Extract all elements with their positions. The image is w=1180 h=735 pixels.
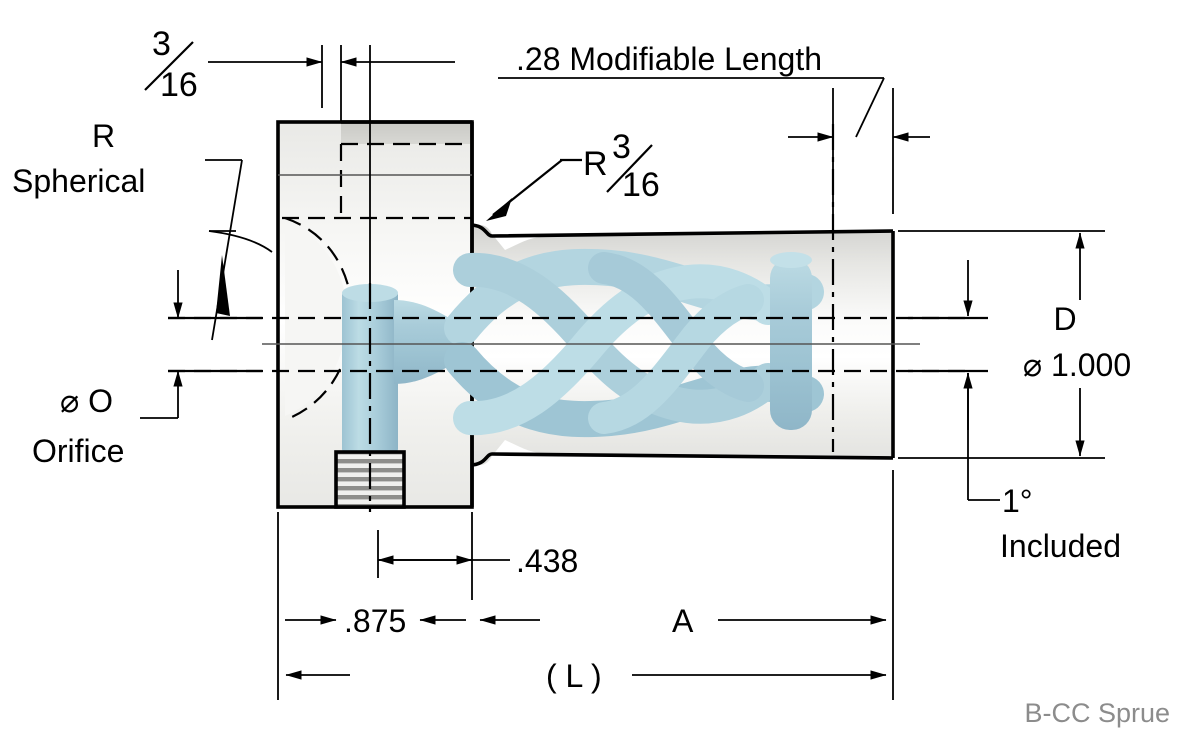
fillet-radius-denominator: 16 (622, 166, 660, 204)
dim-head-length: .875 (277, 512, 466, 700)
dim-body-diameter: D ⌀ 1.000 (898, 230, 1131, 459)
head-thickness-denominator: 16 (160, 66, 198, 104)
orifice-line2: Orifice (32, 433, 124, 469)
overall-length-label: ( L ) (546, 658, 602, 694)
draft-angle-line2: Included (1000, 528, 1121, 564)
draft-angle-line1: 1° (1002, 483, 1033, 519)
spherical-seat-shade (285, 222, 347, 416)
spherical-seat-arc (284, 216, 354, 422)
dim-draft-angle: 1° Included (967, 373, 1121, 564)
part-name-watermark: B-CC Sprue (1024, 698, 1170, 728)
head-thickness-numerator: 3 (152, 25, 171, 63)
spherical-radius-line1: R (92, 118, 115, 154)
dim-head-thickness: 3 16 (144, 25, 455, 122)
fillet-radius-prefix: R (583, 145, 608, 183)
head-length-label: .875 (344, 603, 406, 639)
dim-fillet-radius: R 3 16 (486, 128, 660, 221)
dim-spherical-radius: R Spherical (12, 118, 273, 341)
dim-orifice: ⌀ O Orifice (32, 270, 262, 469)
fillet-radius-numerator: 3 (612, 128, 631, 166)
shank-length-label: A (672, 603, 694, 639)
dim-modifiable-length: .28 Modifiable Length (498, 41, 930, 214)
modifiable-length-label: .28 Modifiable Length (516, 41, 822, 77)
orifice-line1: ⌀ O (60, 383, 113, 419)
helical-flow-core (342, 248, 824, 452)
spherical-radius-line2: Spherical (12, 163, 145, 199)
axis-centerlines (168, 45, 968, 512)
dim-shank-length: A (479, 470, 894, 700)
body-diameter-line2: ⌀ 1.000 (1023, 347, 1131, 383)
head-hidden-lines (282, 142, 472, 220)
orifice-depth-label: .438 (516, 543, 578, 579)
body-diameter-line1: D (1053, 301, 1076, 337)
dim-orifice-depth: .438 (377, 512, 578, 600)
dim-taper-arrows (908, 260, 988, 430)
dim-overall-length: ( L ) (285, 658, 887, 694)
